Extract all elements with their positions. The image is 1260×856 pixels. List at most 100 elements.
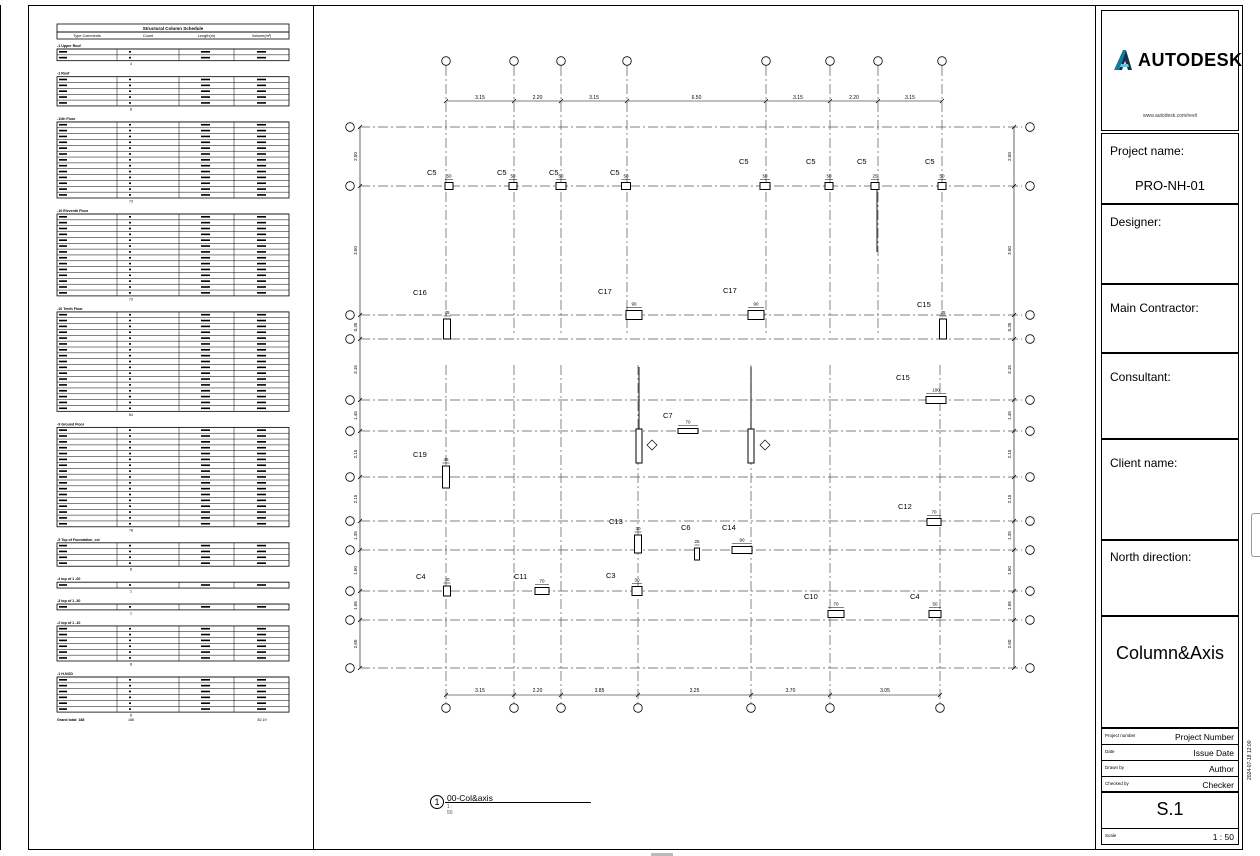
schedule-cell-text xyxy=(129,233,131,236)
dimension-tick xyxy=(635,692,641,698)
schedule-cell-text xyxy=(59,331,67,334)
top-dimension-text: 3.15 xyxy=(905,95,915,101)
schedule-cell-text xyxy=(257,123,266,126)
dimension-tick xyxy=(1011,336,1017,342)
schedule-cell-text xyxy=(129,511,131,513)
column-size-text: 50 xyxy=(826,174,832,179)
column-c15 xyxy=(939,318,947,340)
schedule-cell-text xyxy=(257,708,266,710)
schedule-cell-text xyxy=(257,141,266,144)
column-c5 xyxy=(824,182,834,190)
checked-by-value: Checker xyxy=(1202,780,1234,790)
project-name-value: PRO-NH-01 xyxy=(1134,178,1206,193)
schedule-cell-text xyxy=(257,96,266,98)
schedule-cell-text xyxy=(201,487,210,490)
panel-edge-tab[interactable] xyxy=(1251,513,1260,557)
grid-bubble-bottom xyxy=(441,703,451,713)
column-c5 xyxy=(759,182,771,190)
schedule-cell-text xyxy=(129,366,131,369)
dimension-tick xyxy=(1011,312,1017,318)
sheet-title: Column&Axis xyxy=(1115,643,1225,663)
schedule-cell-text xyxy=(257,446,266,449)
dimension-tick xyxy=(443,98,449,104)
schedule-group-table xyxy=(56,311,290,412)
schedule-cell-text xyxy=(201,696,210,699)
schedule-cell-text xyxy=(257,216,266,218)
schedule-cell-text xyxy=(257,102,266,104)
schedule-cell-text xyxy=(257,696,266,699)
schedule-cell-text xyxy=(257,487,266,490)
project-name-box: Project name: PRO-NH-01 xyxy=(1101,133,1239,204)
schedule-cell-text xyxy=(59,164,67,167)
grid-bubble-top xyxy=(441,56,451,66)
schedule-cell-text xyxy=(201,153,210,155)
schedule-cell-text xyxy=(201,256,210,259)
horizontal-scroll-thumb[interactable] xyxy=(651,853,673,856)
schedule-cell-text xyxy=(257,360,266,363)
company-url[interactable]: www.autodesk.com/revit xyxy=(1143,113,1197,119)
schedule-cell-text xyxy=(59,129,67,132)
dimension-tick xyxy=(357,336,363,342)
column-c5 xyxy=(937,182,947,190)
schedule-cell-text xyxy=(257,645,266,648)
schedule-cell-text xyxy=(59,123,67,126)
schedule-cell-text xyxy=(129,470,131,472)
column-size-text: 50 xyxy=(762,174,768,179)
schedule-cell-text xyxy=(129,292,131,294)
grid-bubble-right xyxy=(1025,472,1035,482)
schedule-cell-text xyxy=(201,606,210,608)
dimension-tick xyxy=(1011,183,1017,189)
schedule-cell-text xyxy=(201,221,210,224)
view-number: 1 xyxy=(430,795,444,809)
schedule-cell-text xyxy=(201,123,210,126)
schedule-group-name: -3 top of 1 -30 xyxy=(57,599,80,603)
column-size-text: 70 xyxy=(931,510,937,515)
schedule-cell-text xyxy=(59,233,67,236)
schedule-cell-text xyxy=(129,651,131,653)
schedule-cell-text xyxy=(129,690,131,693)
grid-bubble-right xyxy=(1025,426,1035,436)
schedule-cell-text xyxy=(129,435,131,437)
column-label: C5 xyxy=(497,168,507,177)
dimension-tick xyxy=(357,312,363,318)
column-size-text: 50 xyxy=(932,602,938,607)
schedule-group-table xyxy=(56,213,290,297)
right-dimension-text: 0.35 xyxy=(1007,322,1012,331)
schedule-cell-text xyxy=(201,464,210,467)
schedule-cell-text xyxy=(201,657,210,659)
schedule-cell-text xyxy=(257,556,266,559)
schedule-cell-text xyxy=(257,331,266,334)
schedule-cell-text xyxy=(257,159,266,161)
schedule-group-name: -5 Top of Foundation_col xyxy=(57,538,100,542)
print-timestamp: 2024-07-18 12:00 xyxy=(1247,740,1253,780)
schedule-cell-text xyxy=(257,292,266,294)
dimension-tick xyxy=(939,98,945,104)
grid-bubble-top xyxy=(761,56,771,66)
right-dimension-text: 1.45 xyxy=(1007,411,1012,420)
schedule-cell-text xyxy=(129,556,131,559)
schedule-cell-text xyxy=(59,313,67,316)
schedule-cell-text xyxy=(59,639,67,642)
schedule-cell-text xyxy=(59,102,67,104)
schedule-cell-text xyxy=(59,550,67,553)
schedule-cell-text xyxy=(129,522,131,525)
schedule-cell-text xyxy=(257,470,266,472)
schedule-cell-text xyxy=(201,584,210,586)
schedule-cell-text xyxy=(201,268,210,271)
schedule-cell-text xyxy=(59,627,67,630)
column-size-text: 50 xyxy=(446,174,452,179)
column-c5 xyxy=(508,182,518,190)
schedule-cell-text xyxy=(257,651,266,653)
schedule-group-total: 84 xyxy=(129,413,133,417)
schedule-title: Structural Column Schedule xyxy=(143,26,204,31)
schedule-cell-text xyxy=(59,56,67,59)
schedule-cell-text xyxy=(201,147,210,149)
column-label: C3 xyxy=(606,571,616,580)
grid-bubble-bottom xyxy=(633,703,643,713)
schedule-cell-text xyxy=(59,256,67,259)
schedule-cell-text xyxy=(201,354,210,357)
schedule-cell-text xyxy=(129,274,131,277)
